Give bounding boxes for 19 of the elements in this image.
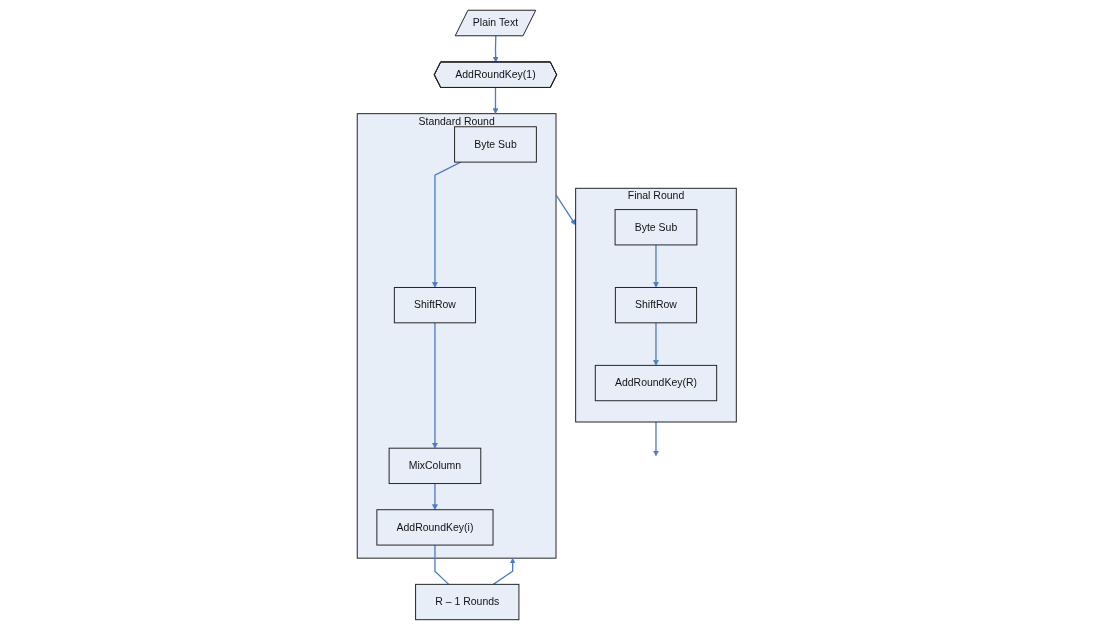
node-box: AddRoundKey(i) bbox=[376, 508, 494, 546]
node-box: Byte Sub bbox=[454, 125, 538, 163]
arrow bbox=[653, 321, 660, 366]
arrow bbox=[492, 557, 516, 585]
arrow bbox=[555, 193, 577, 225]
arrow bbox=[432, 321, 439, 448]
arrow bbox=[432, 161, 462, 288]
arrow bbox=[493, 34, 499, 63]
node-box: ShiftRow bbox=[615, 286, 698, 323]
arrow bbox=[653, 420, 660, 456]
node-box: MixColumn bbox=[388, 447, 482, 484]
node-box: AddRoundKey(R) bbox=[595, 364, 718, 401]
arrow bbox=[492, 86, 499, 114]
node-box: ShiftRow bbox=[394, 286, 477, 323]
arrow bbox=[432, 482, 439, 510]
arrow bbox=[653, 243, 660, 288]
node-box: Byte Sub bbox=[614, 208, 698, 245]
node-box: R – 1 Rounds bbox=[415, 583, 520, 620]
connector bbox=[434, 543, 450, 585]
